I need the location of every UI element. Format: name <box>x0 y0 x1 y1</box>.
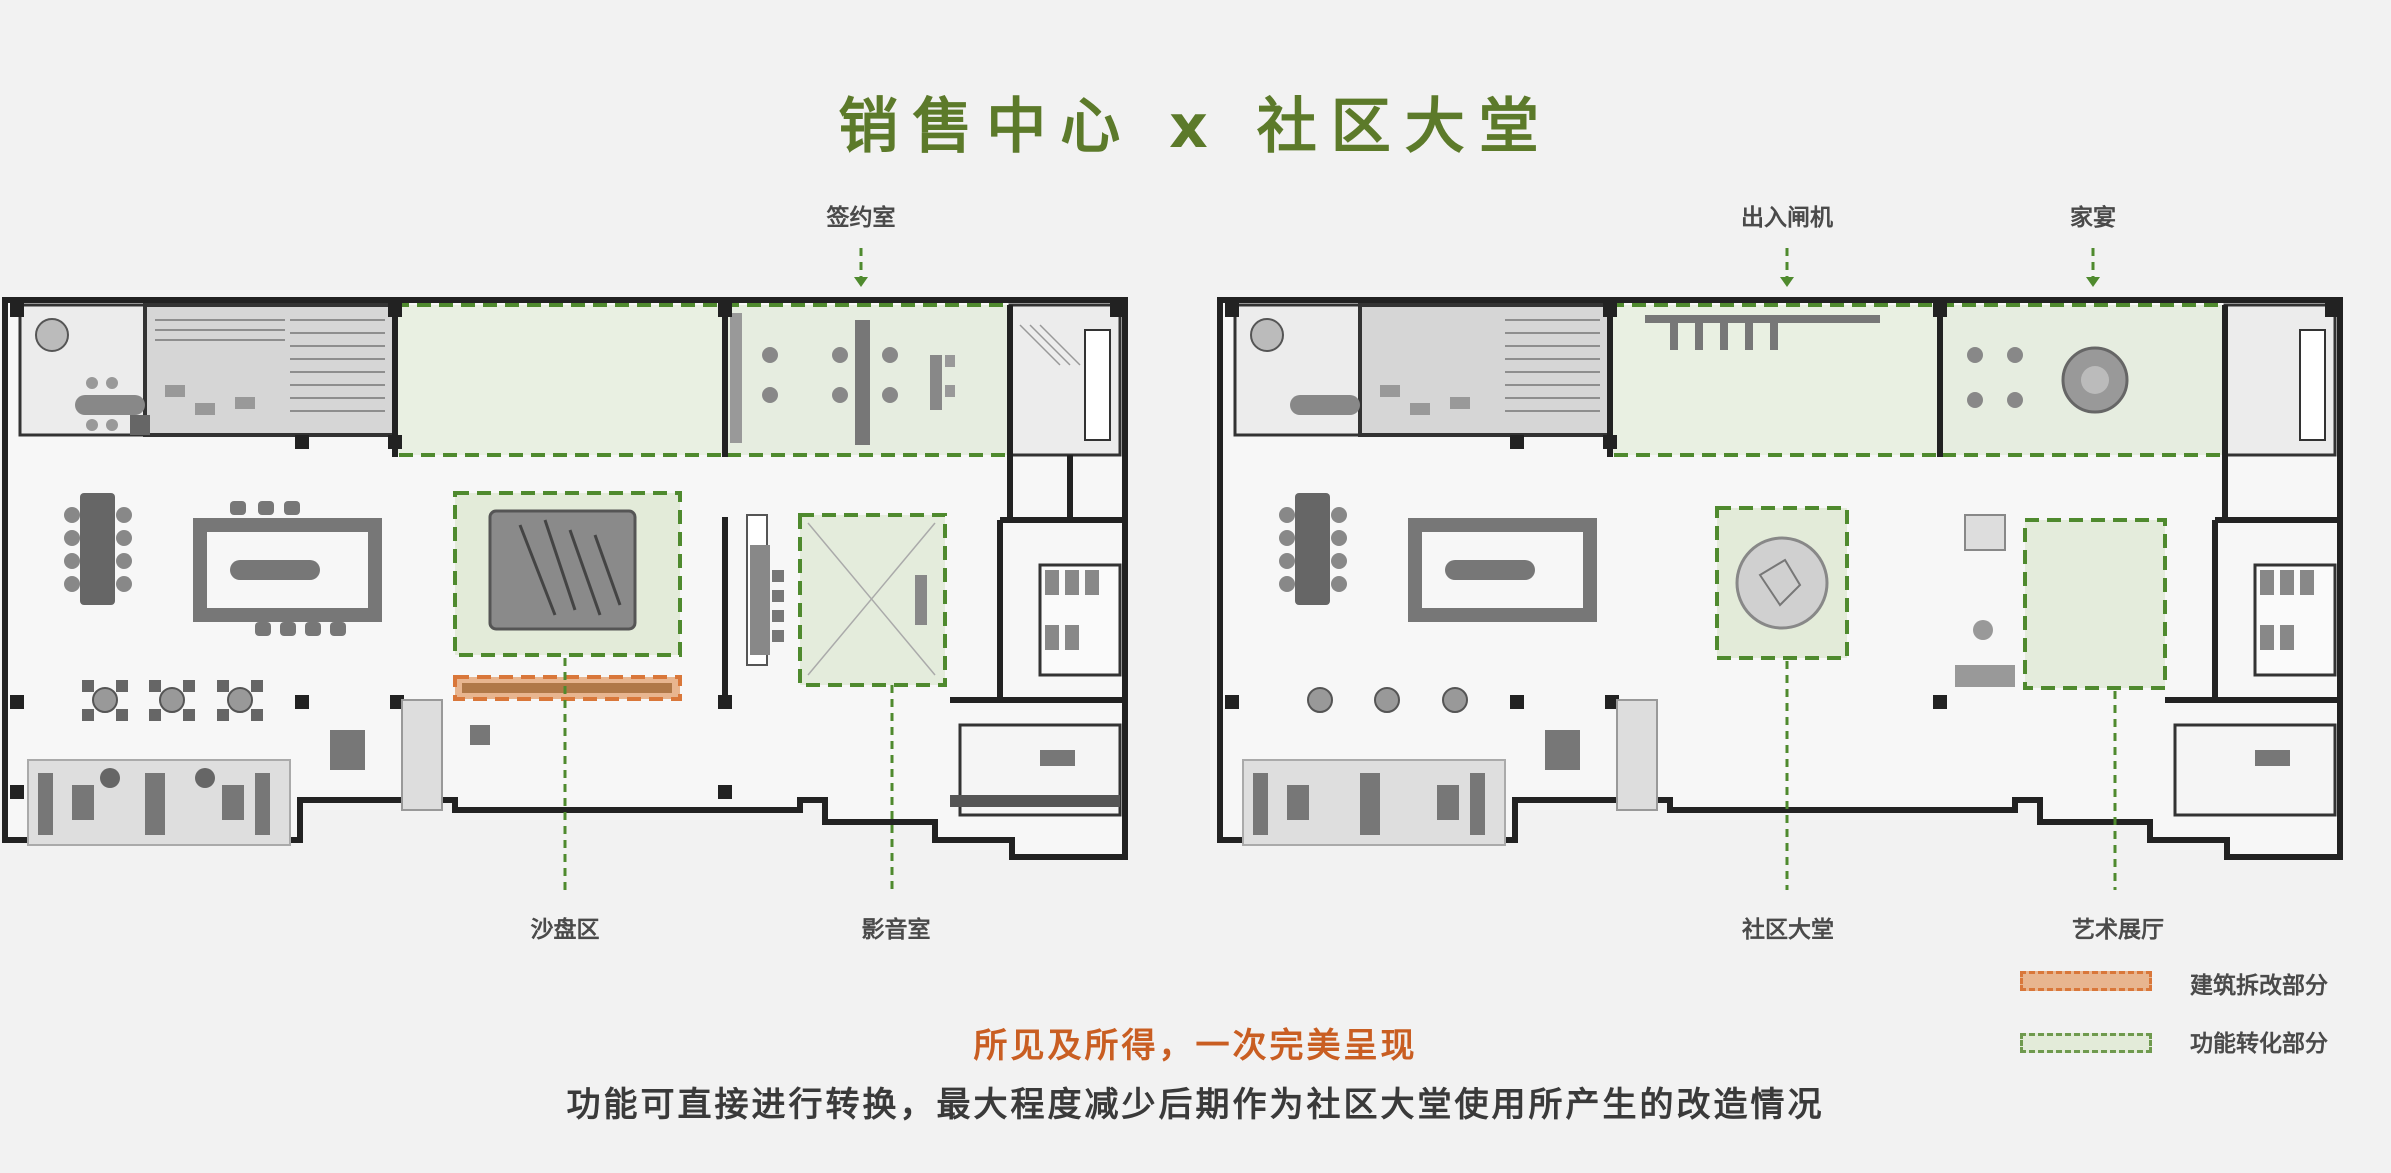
label-community-lobby: 社区大堂 <box>1742 917 1834 943</box>
label-sand-table: 沙盘区 <box>530 917 600 943</box>
legend-label-demolition: 建筑拆改部分 <box>2190 973 2328 999</box>
floor-plan-sales-center <box>2 248 1128 890</box>
subtitle: 所见及所得，一次完美呈现 <box>973 1026 1418 1066</box>
floor-plan-community-lobby <box>1217 248 2343 890</box>
label-gate: 出入闸机 <box>1741 205 1833 231</box>
label-banquet: 家宴 <box>2070 205 2116 231</box>
page-title: 销售中心 x 社区大堂 <box>838 92 1553 162</box>
legend-label-conversion: 功能转化部分 <box>2190 1031 2328 1057</box>
label-av-room: 影音室 <box>861 917 931 943</box>
legend-swatch-conversion <box>2020 1033 2152 1053</box>
label-art-hall: 艺术展厅 <box>2072 917 2164 943</box>
label-signing-room: 签约室 <box>826 205 896 231</box>
legend-swatch-demolition <box>2020 971 2152 991</box>
description: 功能可直接进行转换，最大程度减少后期作为社区大堂使用所产生的改造情况 <box>566 1085 1825 1125</box>
